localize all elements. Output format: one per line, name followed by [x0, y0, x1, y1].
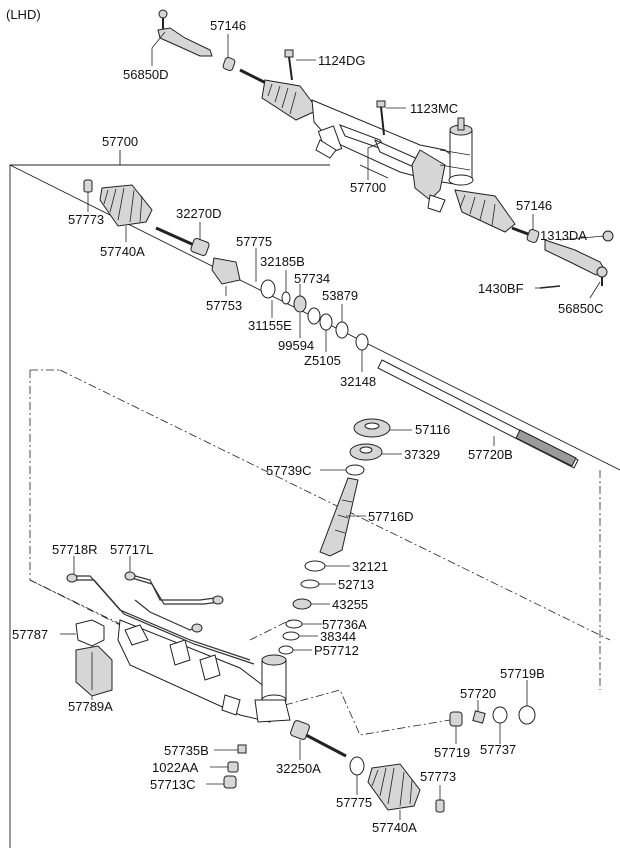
- label-38344: 38344: [320, 629, 356, 644]
- plug-57713c: [223, 775, 237, 789]
- ring-32185b: [281, 291, 291, 305]
- ring-57719b: [518, 705, 536, 725]
- label-32250a: 32250A: [276, 761, 321, 776]
- label-1022aa: 1022AA: [152, 760, 199, 775]
- label-1430bf: 1430BF: [478, 281, 524, 296]
- label-57720b: 57720B: [468, 447, 513, 462]
- nut-1022aa: [227, 761, 239, 773]
- ring-99594: [307, 307, 321, 325]
- label-57740a-bottom: 57740A: [372, 820, 417, 835]
- ring-57775-top: [260, 279, 276, 299]
- label-57146-right: 57146: [516, 198, 552, 213]
- label-1313da: 1313DA: [540, 228, 587, 243]
- bellows-right: [454, 189, 516, 233]
- ring-32121: [304, 560, 326, 572]
- plug-57719: [449, 711, 463, 727]
- label-57773-top: 57773: [68, 212, 104, 227]
- nut-57720: [472, 710, 486, 724]
- label-57739c: 57739C: [266, 463, 312, 478]
- label-57737: 57737: [480, 742, 516, 757]
- top-rack-assembly: [157, 9, 614, 289]
- label-57735b: 57735B: [164, 743, 209, 758]
- ring-32148: [355, 333, 369, 351]
- clip-57773-bottom: [435, 799, 445, 813]
- bellows-57740a-top: [99, 184, 153, 227]
- rack-bar-57720b: [377, 359, 579, 469]
- label-57700-mid: 57700: [350, 180, 386, 195]
- bellows-left: [261, 79, 319, 121]
- tie-rod-end-left: [157, 9, 213, 57]
- part-labels: (LHD) 57146 1124DG 56850D 1123MC 57700 5…: [6, 7, 604, 835]
- label-57700-top: 57700: [102, 134, 138, 149]
- label-57718r: 57718R: [52, 542, 98, 557]
- label-57146-top: 57146: [210, 18, 246, 33]
- ring-52713: [300, 579, 320, 589]
- label-56850d: 56850D: [123, 67, 169, 82]
- pinion-shaft-57716d: [319, 477, 359, 557]
- label-z5105: Z5105: [304, 353, 341, 368]
- ring-57734: [293, 295, 307, 313]
- label-32148: 32148: [340, 374, 376, 389]
- label-57775-bottom: 57775: [336, 795, 372, 810]
- label-57717l: 57717L: [110, 542, 153, 557]
- label-57734: 57734: [294, 271, 330, 286]
- ring-43255: [292, 598, 312, 610]
- nut-57146-top: [222, 56, 236, 72]
- ring-57737: [492, 706, 508, 724]
- nut-57735b: [237, 744, 247, 754]
- label-43255: 43255: [332, 597, 368, 612]
- bushing-57753: [211, 257, 241, 285]
- label-1123mc: 1123MC: [410, 101, 458, 116]
- label-31155e: 31155E: [248, 318, 292, 333]
- sub-housing: [66, 571, 291, 723]
- variant-label: (LHD): [6, 7, 41, 22]
- ring-57739c: [345, 464, 365, 476]
- label-37329: 37329: [404, 447, 440, 462]
- leader-lines: [60, 31, 605, 820]
- label-57719: 57719: [434, 745, 470, 760]
- label-57789a: 57789A: [68, 699, 113, 714]
- label-57719b: 57719B: [500, 666, 545, 681]
- ring-z5105: [319, 313, 333, 331]
- label-p57712: P57712: [314, 643, 359, 658]
- lower-small-parts: [223, 705, 536, 813]
- label-1124dg: 1124DG: [318, 53, 365, 68]
- label-56850c: 56850C: [558, 301, 604, 316]
- label-32121: 32121: [352, 559, 388, 574]
- label-57753: 57753: [206, 298, 242, 313]
- ring-57736a: [285, 619, 303, 629]
- boot-kit-top: [83, 179, 369, 351]
- label-52713: 52713: [338, 577, 374, 592]
- label-57740a-top: 57740A: [100, 244, 145, 259]
- label-57775-top: 57775: [236, 234, 272, 249]
- label-57116: 57116: [415, 422, 450, 437]
- clip-57773-top: [83, 179, 93, 193]
- nut-57146-right: [526, 228, 540, 244]
- label-57787: 57787: [12, 627, 48, 642]
- label-57716d: 57716D: [368, 509, 414, 524]
- label-53879: 53879: [322, 288, 358, 303]
- rack-housing: [311, 99, 474, 213]
- tie-rod-end-right: [544, 230, 614, 286]
- label-32270d: 32270D: [176, 206, 222, 221]
- label-57773-bottom: 57773: [420, 769, 456, 784]
- ring-53879: [335, 321, 349, 339]
- label-99594: 99594: [278, 338, 314, 353]
- ring-38344: [282, 631, 300, 641]
- label-57720: 57720: [460, 686, 496, 701]
- clamp-57787: [75, 619, 113, 697]
- ring-p57712: [278, 645, 294, 655]
- label-57713c: 57713C: [150, 777, 196, 792]
- bellows-57740a-bottom: [367, 763, 421, 811]
- sub-assembly-dashed-frame: [29, 369, 611, 736]
- bolt-1124dg: [284, 49, 294, 81]
- label-57736a: 57736A: [322, 617, 367, 632]
- ring-57775-bottom: [349, 756, 365, 776]
- bolt-1123mc: [376, 100, 386, 136]
- bushing-57789a: [75, 645, 113, 697]
- label-32185b: 32185B: [260, 254, 305, 269]
